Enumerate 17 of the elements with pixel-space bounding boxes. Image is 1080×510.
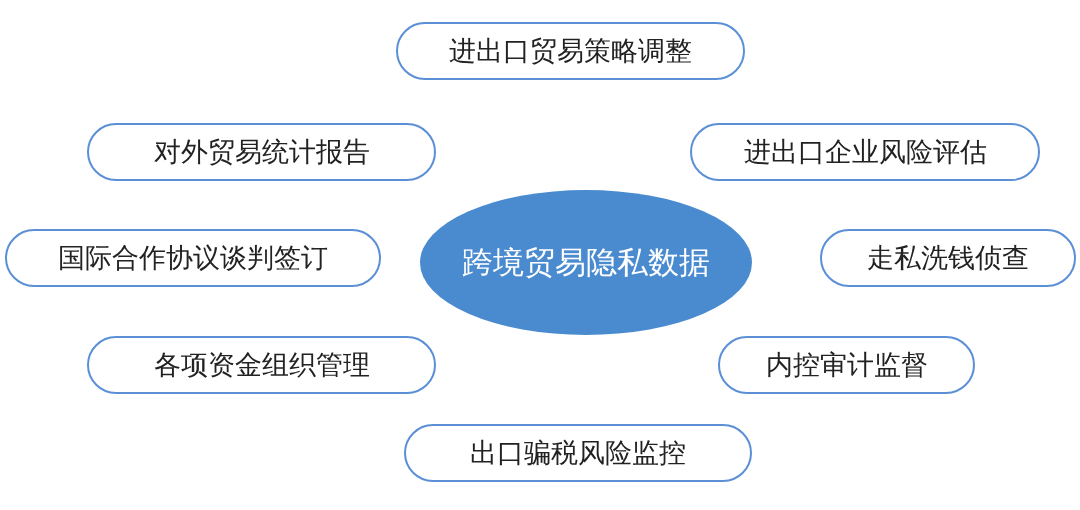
application-pill	[820, 229, 1076, 287]
application-text: 进出口企业风险评估	[743, 135, 987, 169]
application-pill	[87, 336, 436, 394]
application-text: 出口骗税风险监控	[470, 436, 686, 470]
application-text: 走私洗钱侦查	[867, 241, 1029, 275]
topic-text: 跨境贸易隐私数据	[462, 242, 710, 282]
application-text: 进出口贸易策略调整	[449, 34, 692, 68]
application-text: 内控审计监督	[765, 348, 928, 382]
application-pill	[690, 123, 1040, 181]
application-pill	[87, 123, 436, 181]
application-pill	[396, 22, 745, 80]
application-text: 国际合作协议谈判签订	[58, 241, 328, 275]
application-text: 各项资金组织管理	[153, 348, 370, 382]
application-pill	[404, 424, 752, 482]
application-text: 对外贸易统计报告	[153, 135, 370, 169]
application-pill	[5, 229, 381, 287]
application-pill	[718, 336, 975, 394]
